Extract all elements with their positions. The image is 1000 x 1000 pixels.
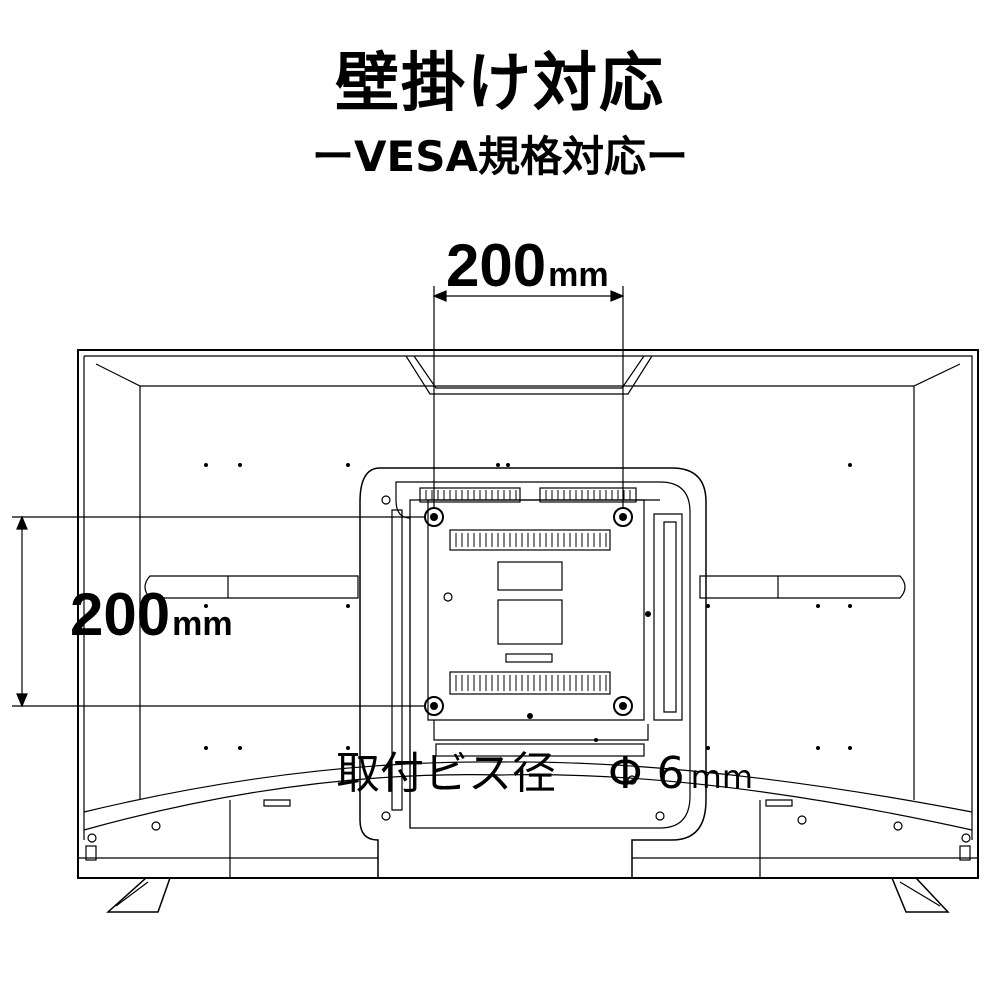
dimension-vertical: 200mm [70, 585, 233, 645]
page-subtitle: ーVESA規格対応ー [312, 132, 688, 181]
screw-unit: mm [690, 758, 753, 796]
vent-top-left [419, 487, 521, 503]
vent-bottom [449, 671, 611, 695]
screw-symbol: Φ [608, 748, 643, 799]
screw-label-text: 取付ビス径 [336, 748, 556, 799]
dimension-vertical-unit: mm [172, 605, 233, 643]
mount-frame [427, 499, 645, 721]
dimension-vertical-value: 200 [70, 581, 171, 648]
vent-top-right [539, 487, 637, 503]
back-panel-curve [95, 363, 961, 387]
label-area-1 [497, 561, 563, 591]
screw-value: 6 [656, 748, 685, 799]
tv-inner-bezel [84, 355, 973, 840]
dimension-horizontal-unit: mm [548, 256, 609, 294]
vesa-hole-bottom-right [613, 696, 633, 716]
stand-left [106, 877, 172, 913]
dimension-horizontal: 200mm [446, 236, 609, 296]
stand-right [890, 877, 950, 913]
vesa-hole-top-right [613, 507, 633, 527]
arrow-down [16, 693, 28, 708]
mount-plate-inner [395, 481, 691, 829]
arrow-left [432, 290, 447, 302]
label-area-2 [497, 599, 563, 645]
vent-mid [449, 529, 611, 551]
side-rail-right [699, 575, 906, 599]
tv-outline [77, 349, 979, 879]
arrow-right [610, 290, 625, 302]
dimension-horizontal-value: 200 [446, 232, 547, 299]
top-bump [405, 355, 653, 395]
page-title: 壁掛け対応 [335, 47, 665, 121]
side-rail-left [144, 575, 359, 599]
arrow-up [16, 515, 28, 530]
mount-plate-outer [359, 467, 707, 879]
